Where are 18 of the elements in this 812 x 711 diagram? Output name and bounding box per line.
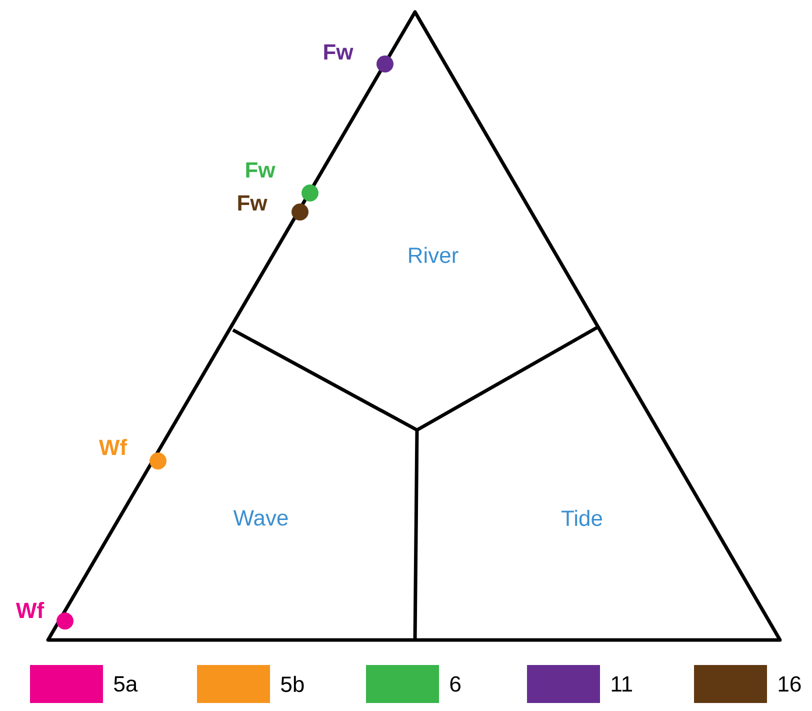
data-point — [150, 452, 166, 470]
region-label: River — [409, 246, 458, 264]
data-point — [376, 56, 394, 72]
legend-label: 5a — [114, 676, 138, 692]
data-point — [302, 184, 318, 202]
point-label: Fw — [246, 162, 276, 178]
point-label: Fw — [238, 195, 268, 211]
legend-label: 16 — [778, 676, 801, 692]
data-point — [56, 612, 74, 630]
data-point — [292, 203, 308, 220]
legend-label: 5b — [281, 676, 304, 692]
region-label: Tide — [562, 510, 602, 526]
legend-label: 6 — [450, 676, 460, 692]
point-label: Wf — [16, 602, 44, 618]
point-label: Fw — [324, 44, 354, 60]
legend-label: 11 — [612, 676, 632, 692]
region-label: Wave — [233, 510, 288, 526]
point-label: Wf — [98, 439, 128, 455]
